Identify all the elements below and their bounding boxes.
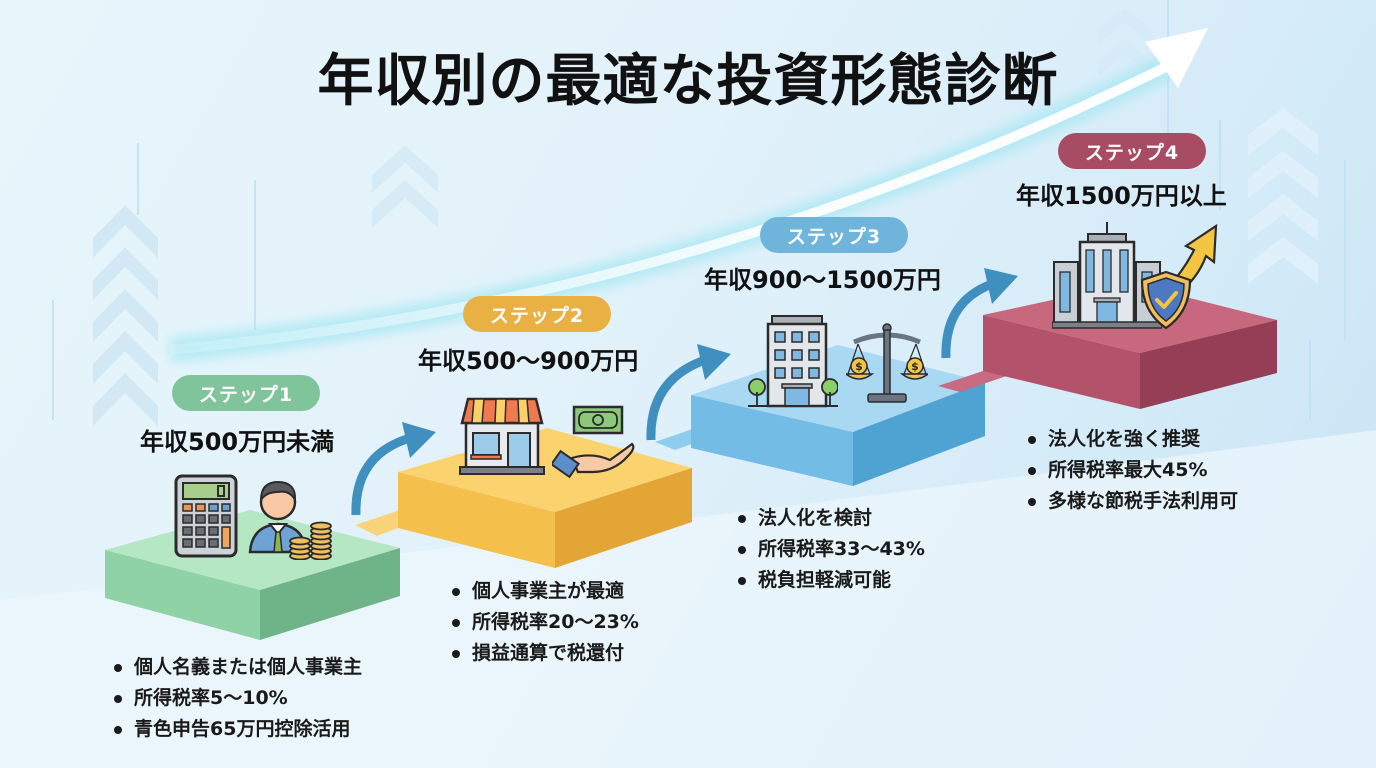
- bullet-item: 多様な節税手法利用可: [1028, 486, 1238, 517]
- coin-stack-icon: [289, 521, 332, 560]
- page-title: 年収別の最適な投資形態診断: [317, 49, 1059, 114]
- step-1-bullets: 個人名義または個人事業主 所得税率5〜10% 青色申告65万円控除活用: [114, 652, 362, 745]
- step-1-heading: 年収500万円未満: [140, 428, 335, 456]
- bullet-item: 所得税率33〜43%: [738, 534, 925, 565]
- curved-arrow-icon: [941, 268, 1018, 359]
- calculator-icon: [174, 474, 238, 558]
- step-4-heading: 年収1500万円以上: [1016, 182, 1227, 210]
- bullet-item: 法人化を強く推奨: [1028, 424, 1238, 455]
- bullet-item: 青色申告65万円控除活用: [114, 714, 362, 745]
- svg-text:$: $: [911, 360, 919, 373]
- bullet-item: 法人化を検討: [738, 503, 925, 534]
- banknote-icon: [572, 405, 624, 435]
- step-4-bullets: 法人化を強く推奨 所得税率最大45% 多様な節税手法利用可: [1028, 424, 1238, 517]
- step-4-badge: ステップ4: [1058, 133, 1206, 169]
- bullet-item: 所得税率最大45%: [1028, 455, 1238, 486]
- open-hand-icon: [552, 442, 635, 479]
- step-2-badge: ステップ2: [463, 296, 611, 332]
- step-1-badge: ステップ1: [172, 375, 320, 411]
- bullet-item: 個人事業主が最適: [452, 576, 639, 607]
- step-2-heading: 年収500〜900万円: [418, 347, 639, 375]
- step-3-badge: ステップ3: [760, 217, 908, 253]
- shield-check-icon: [1140, 270, 1192, 330]
- dollar-scale-icon: $ $: [846, 323, 928, 403]
- step-3-bullets: 法人化を検討 所得税率33〜43% 税負担軽減可能: [738, 503, 925, 596]
- bullet-item: 所得税率20〜23%: [452, 607, 639, 638]
- curved-arrow-icon: [646, 344, 731, 441]
- bullet-item: 個人名義または個人事業主: [114, 652, 362, 683]
- step-3-heading: 年収900〜1500万円: [704, 266, 941, 294]
- bullet-item: 損益通算で税還付: [452, 638, 639, 669]
- curved-arrow-icon: [351, 422, 436, 516]
- office-building-icon: [748, 315, 838, 408]
- bullet-item: 所得税率5〜10%: [114, 683, 362, 714]
- bullet-item: 税負担軽減可能: [738, 565, 925, 596]
- corporate-tower-icon: [1052, 222, 1162, 329]
- storefront-icon: [459, 397, 545, 475]
- step-2-bullets: 個人事業主が最適 所得税率20〜23% 損益通算で税還付: [452, 576, 639, 669]
- svg-text:$: $: [855, 360, 863, 373]
